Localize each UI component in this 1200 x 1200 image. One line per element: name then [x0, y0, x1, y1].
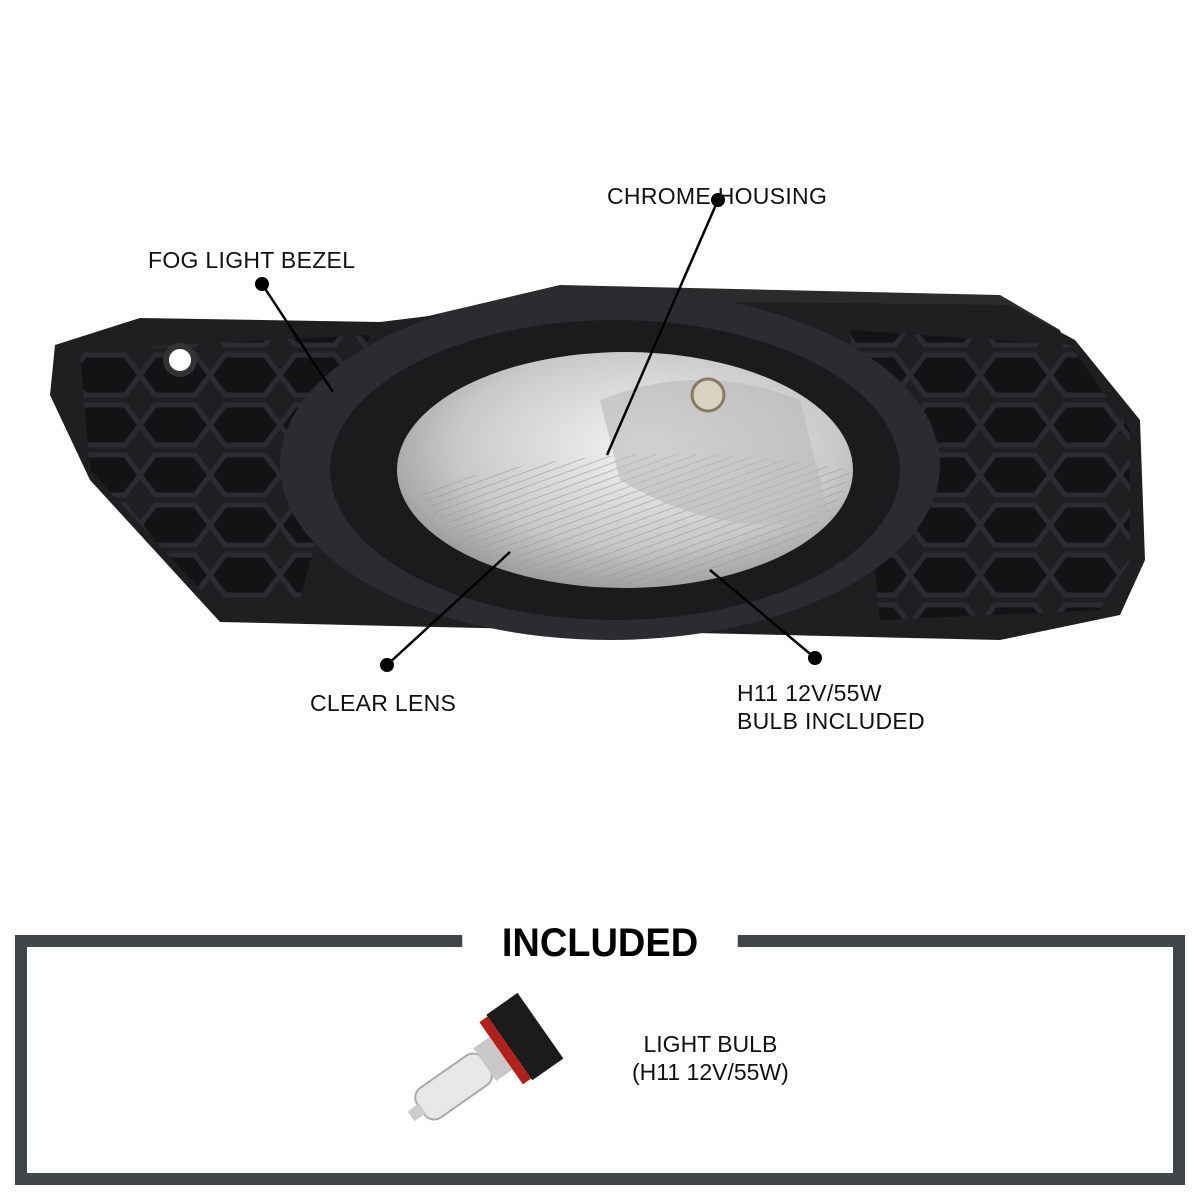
included-title: INCLUDED — [462, 915, 738, 971]
callout-chrome-housing: CHROME HOUSING — [607, 183, 828, 209]
callout-bulb-line1: H11 12V/55W — [737, 680, 882, 706]
callout-dots — [255, 193, 822, 672]
callout-clear-lens: CLEAR LENS — [310, 690, 457, 716]
item-spec: (H11 12V/55W) — [632, 1059, 789, 1085]
chrome-housing — [600, 377, 830, 525]
leader-lines — [260, 199, 816, 666]
item-name: LIGHT BULB — [643, 1031, 778, 1057]
bulb-icon — [690, 377, 726, 413]
included-item-label: LIGHT BULB (H11 12V/55W) — [632, 1030, 789, 1086]
included-frame — [15, 935, 1185, 1185]
fog-light-illustration — [50, 193, 1145, 672]
callout-fog-light-bezel: FOG LIGHT BEZEL — [148, 247, 356, 273]
callout-bulb-line2: BULB INCLUDED — [737, 708, 925, 734]
